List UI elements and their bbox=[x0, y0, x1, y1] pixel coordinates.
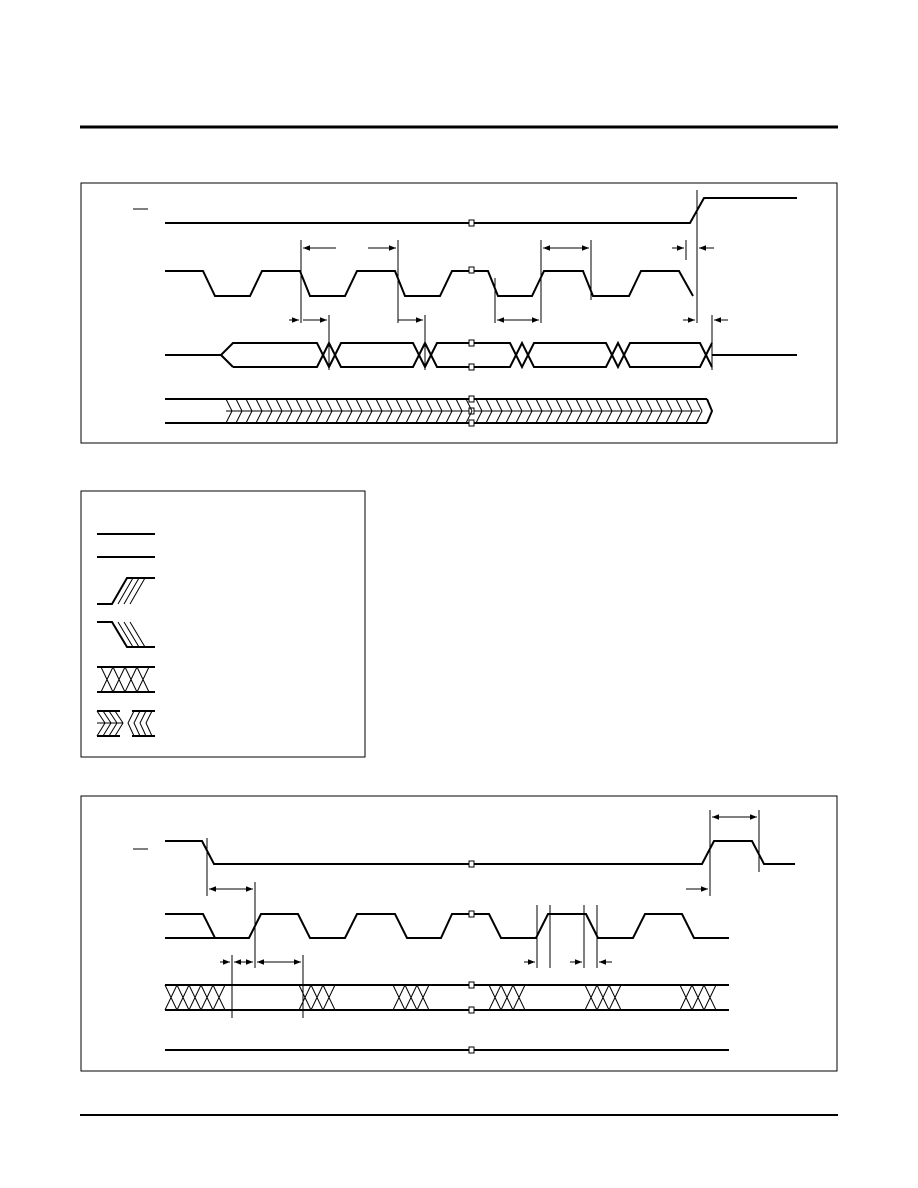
break-marks bbox=[468, 219, 475, 427]
dont-care-x bbox=[298, 984, 336, 1011]
break-marks-2 bbox=[468, 860, 475, 1054]
figure-frame bbox=[80, 182, 838, 444]
waveform-legend bbox=[80, 490, 366, 758]
timing-arrows-2 bbox=[206, 810, 760, 1018]
sck-waveform-3 bbox=[165, 913, 729, 939]
dont-care-x bbox=[584, 984, 622, 1011]
si-waveform bbox=[165, 398, 714, 424]
cs-waveform-2 bbox=[165, 840, 795, 865]
legend-frame bbox=[80, 490, 366, 758]
figure-frame-2 bbox=[80, 795, 838, 1072]
hatch-chevrons bbox=[225, 398, 703, 424]
legend-low-to-high bbox=[97, 577, 155, 605]
legend-high-z bbox=[96, 710, 155, 737]
dont-care-x bbox=[392, 984, 430, 1011]
dont-care-x bbox=[164, 984, 226, 1011]
legend-dont-care bbox=[97, 666, 155, 693]
so-waveform bbox=[165, 340, 797, 370]
dont-care-x bbox=[488, 984, 526, 1011]
cs-waveform bbox=[165, 197, 797, 224]
sck-waveform-2 bbox=[474, 270, 694, 297]
si-waveform-2 bbox=[165, 984, 729, 1011]
dont-care-regions bbox=[164, 984, 717, 1011]
read-timing-diagram bbox=[80, 182, 838, 444]
legend-high-to-low bbox=[97, 621, 155, 648]
write-timing-diagram bbox=[80, 795, 838, 1072]
sck-waveform bbox=[165, 270, 469, 297]
dont-care-x bbox=[679, 984, 717, 1011]
